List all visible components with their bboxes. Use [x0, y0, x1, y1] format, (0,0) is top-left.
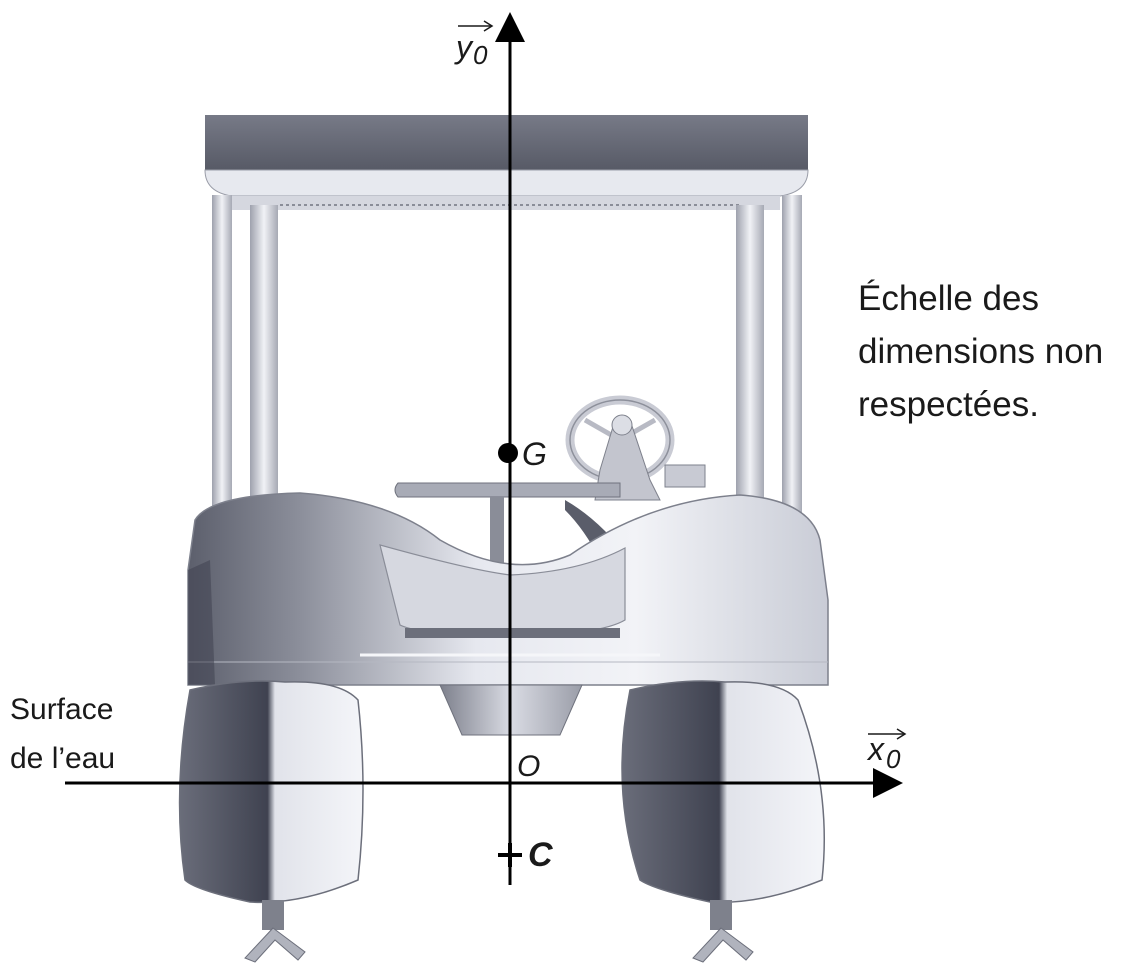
water-surface-label: Surface de l’eau: [10, 685, 115, 783]
point-g-label: G: [522, 436, 547, 472]
point-c-label: C: [528, 836, 553, 874]
steering-console: [565, 395, 706, 560]
point-c: C: [498, 836, 553, 874]
seat-table: [394, 482, 621, 567]
water-surface-line-2: de l’eau: [10, 742, 116, 775]
y0-axis-subscript: 0: [473, 40, 488, 70]
point-o: O: [517, 750, 540, 783]
x0-axis-label: x 0: [866, 728, 907, 774]
scale-note-line-3: respectées.: [858, 385, 1039, 424]
scale-note-line-1: Échelle des: [858, 279, 1039, 318]
x0-axis-letter: x: [866, 731, 885, 767]
canopy-pillars: [212, 195, 802, 525]
x0-axis-subscript: 0: [886, 744, 901, 774]
y0-axis-label: y 0: [454, 20, 494, 70]
float-left: [178, 680, 364, 963]
scale-note-line-2: dimensions non: [858, 332, 1104, 371]
float-right: [621, 680, 826, 963]
canopy-roof: [204, 115, 809, 210]
main-hull: [187, 492, 829, 686]
scale-note: Échelle des dimensions non respectées.: [858, 272, 1108, 431]
water-surface-line-1: Surface: [10, 693, 114, 726]
point-o-label: O: [517, 750, 540, 783]
point-g: G: [498, 436, 547, 472]
y0-axis-letter: y: [454, 29, 474, 65]
